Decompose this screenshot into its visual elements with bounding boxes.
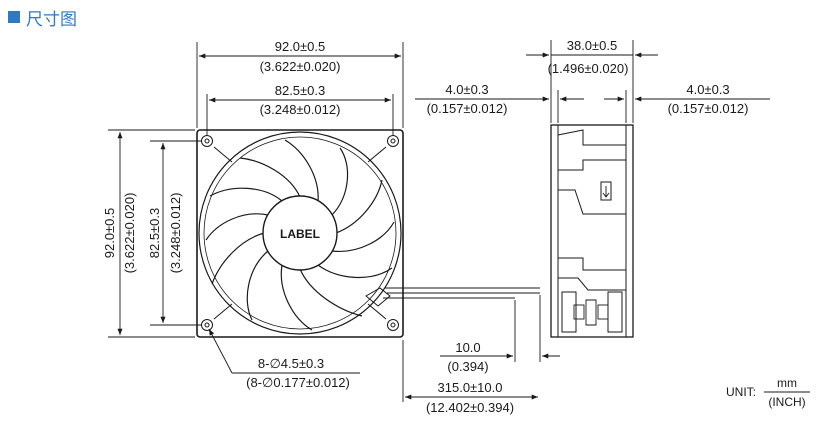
overall-height-mm: 92.0±0.5: [102, 208, 117, 259]
right-flange-inch: (0.157±0.012): [668, 101, 749, 116]
overall-width-dimension: [196, 42, 404, 128]
unit-denominator: (INCH): [768, 395, 805, 409]
fan-frame-outline: [196, 129, 404, 338]
depth-mm: 38.0±0.5: [567, 38, 618, 53]
flange-dimensions: [415, 90, 770, 123]
mounting-hole-icons: [201, 135, 399, 331]
wire-exit: [365, 287, 540, 307]
fan-hub: [262, 195, 338, 271]
fan-side-view: [550, 124, 634, 338]
mounting-hole-leader: [208, 328, 360, 374]
lead-length-dimension: [402, 340, 538, 402]
overall-height-dimension: [108, 129, 195, 338]
left-flange-mm: 4.0±0.3: [445, 82, 488, 97]
depth-dimension: [526, 40, 658, 123]
depth-inch: (1.496±0.020): [548, 61, 629, 76]
strip-length-inch: (0.394): [447, 359, 488, 374]
hole-spacing-width-mm: 82.5±0.3: [275, 83, 326, 98]
hole-spacing-width-inch: (3.248±0.012): [260, 102, 341, 117]
unit-label: UNIT:: [726, 385, 756, 399]
lead-length-mm: 315.0±10.0: [438, 380, 503, 395]
hole-spacing-height-mm: 82.5±0.3: [147, 208, 162, 259]
side-body-outline: [550, 124, 634, 338]
fan-front-view: [196, 129, 540, 338]
mounting-hole-inch: (8-∅0.177±0.012): [246, 375, 350, 390]
overall-width-mm: 92.0±0.5: [275, 39, 326, 54]
section-title: 尺寸图: [26, 9, 77, 30]
overall-height-inch: (3.622±0.020): [122, 193, 137, 274]
overall-width-inch: (3.622±0.020): [260, 59, 341, 74]
hole-spacing-height-dimension: [150, 140, 201, 326]
frame-rib-icons: [213, 146, 387, 320]
strip-length-dimension: [440, 295, 560, 362]
left-flange-inch: (0.157±0.012): [427, 101, 508, 116]
strip-length-mm: 10.0: [455, 340, 480, 355]
airflow-arrow-icon: [600, 181, 612, 201]
fan-shroud-inner-circle: [203, 136, 397, 330]
right-flange-mm: 4.0±0.3: [686, 82, 729, 97]
section-header: 尺寸图: [8, 5, 77, 30]
fan-blade-icons: [205, 139, 395, 331]
header-square-icon: [8, 11, 20, 23]
unit-numerator: mm: [777, 376, 797, 390]
hub-label: LABEL: [280, 227, 320, 241]
hole-spacing-height-inch: (3.248±0.012): [168, 193, 183, 274]
lead-length-inch: (12.402±0.394): [426, 400, 514, 415]
hole-spacing-width-dimension: [206, 94, 394, 135]
mounting-hole-mm: 8-∅4.5±0.3: [258, 356, 324, 371]
fan-shroud-circle: [198, 131, 402, 335]
